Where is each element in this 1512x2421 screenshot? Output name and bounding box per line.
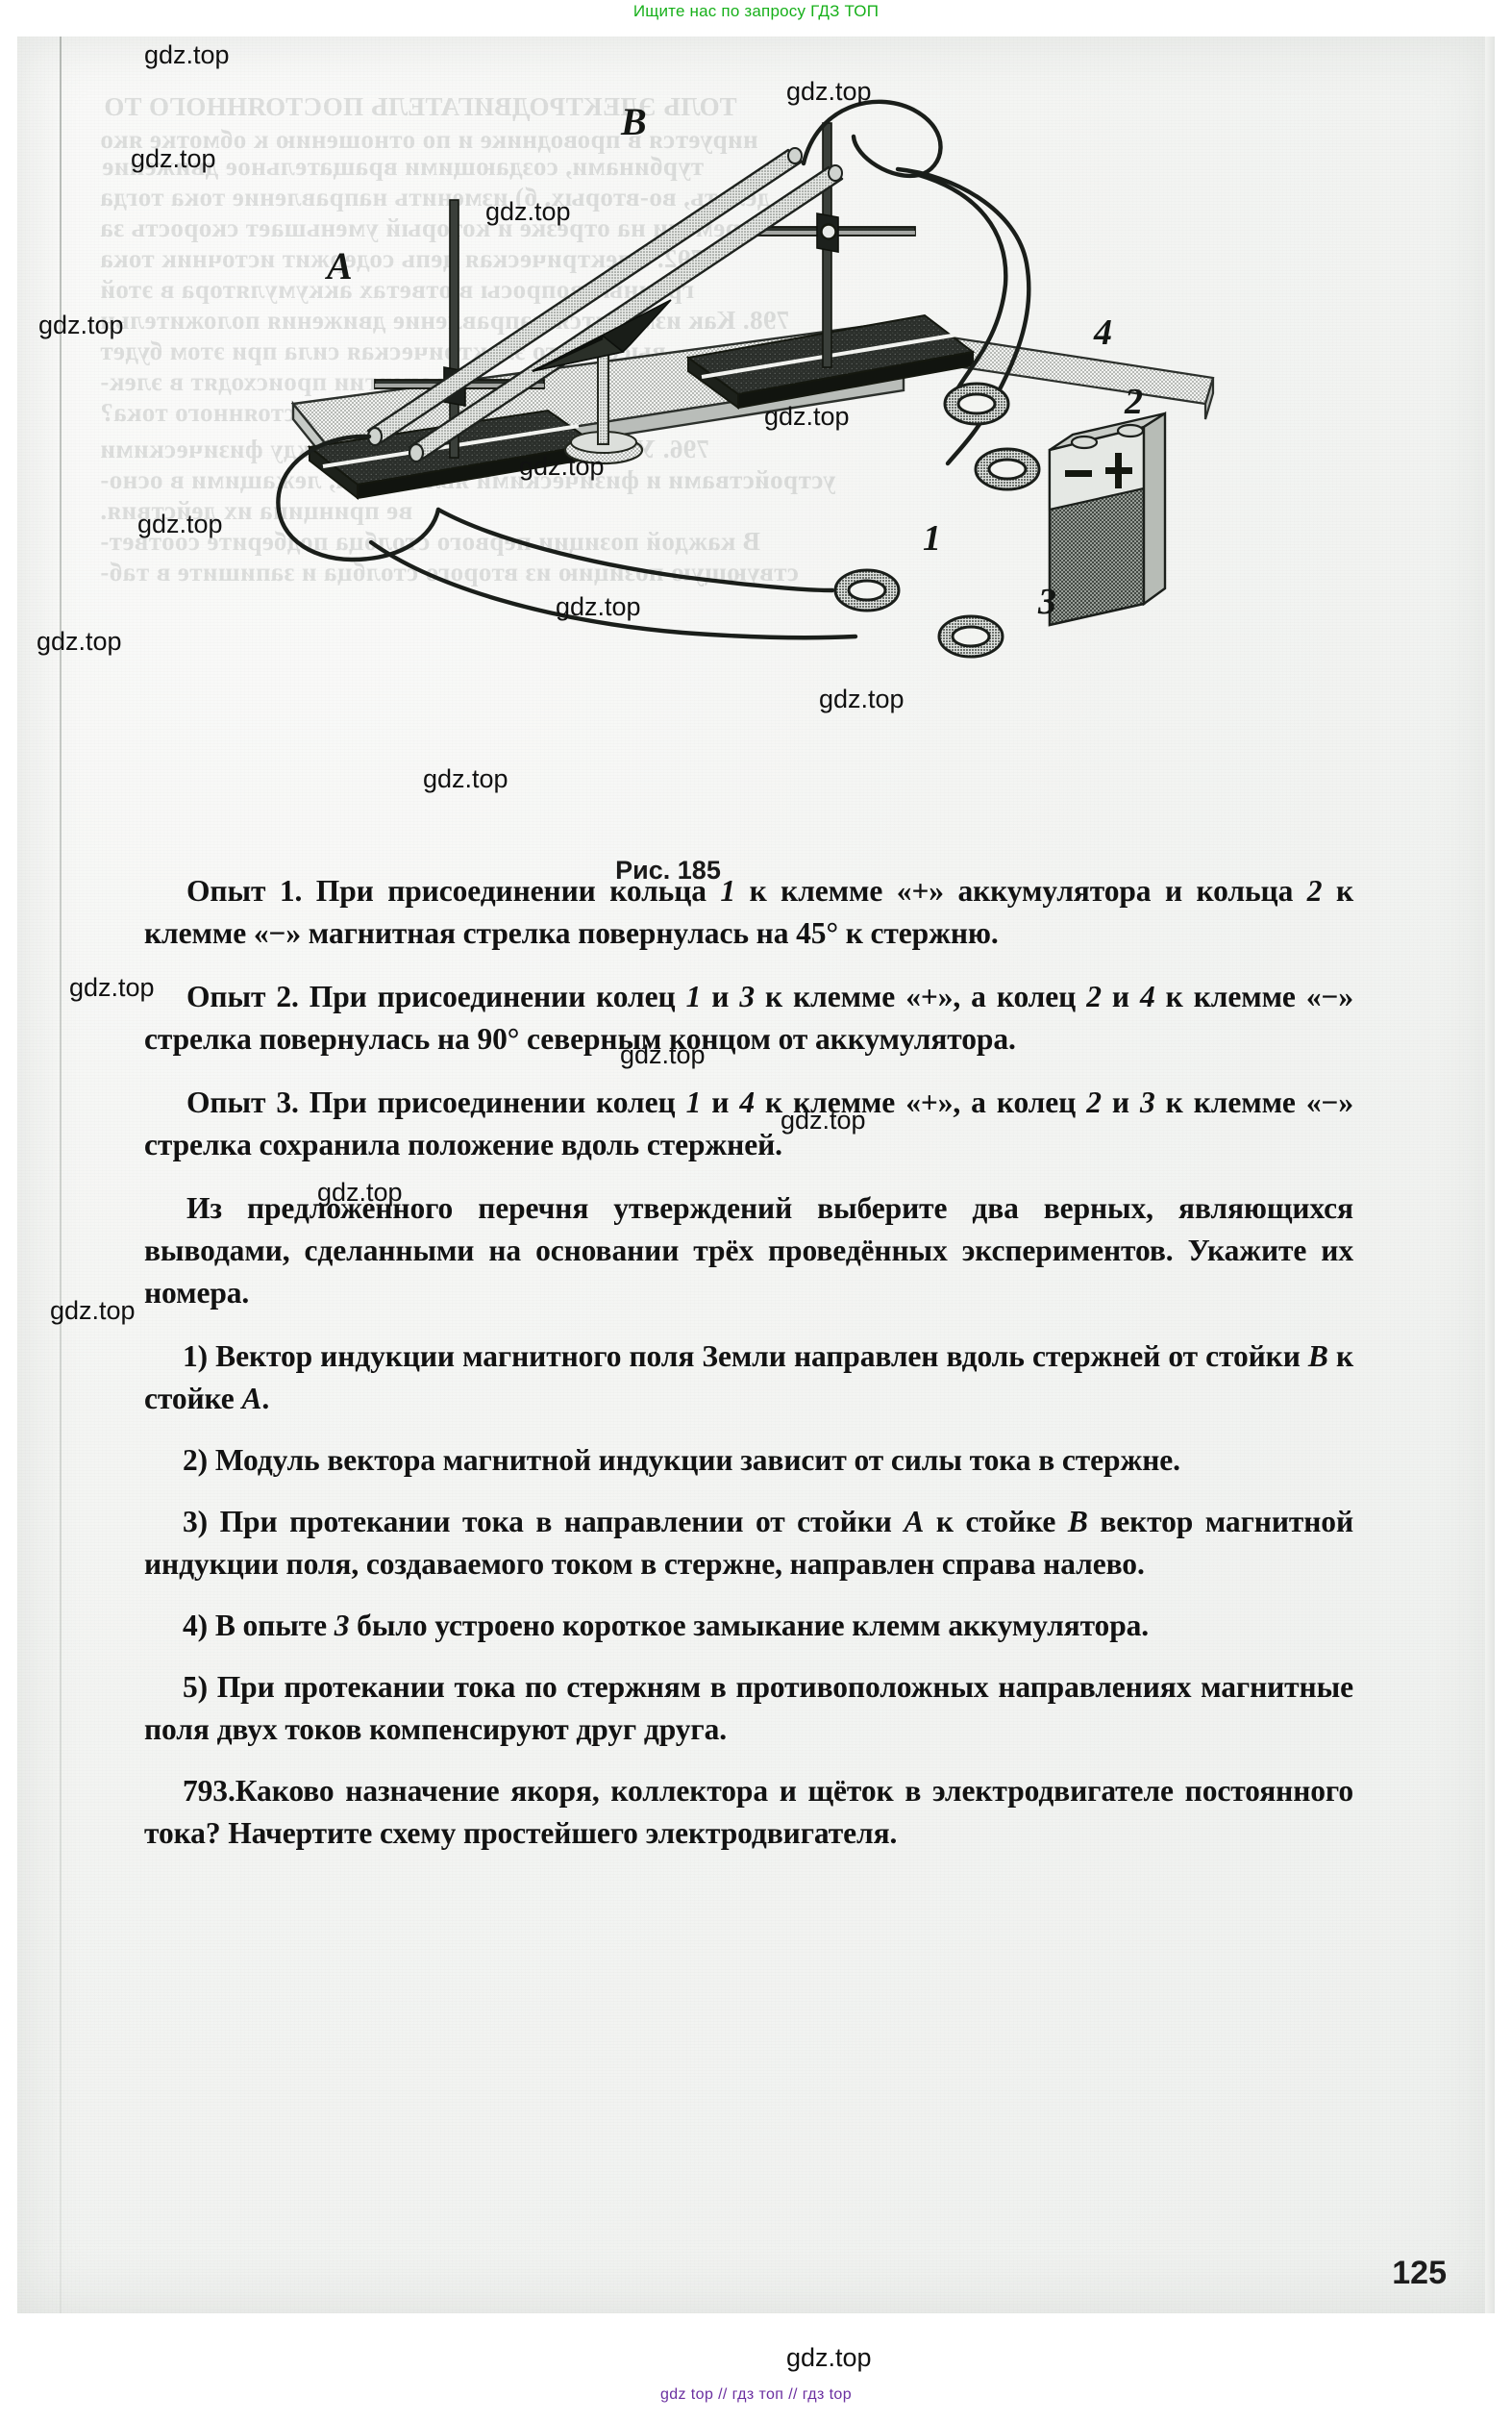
task-793-text: Каково назначение якоря, коллектора и щё… xyxy=(144,1774,1353,1850)
page-number: 125 xyxy=(1392,2255,1447,2291)
experiment-3-paragraph: Опыт 3. При присоединении колец 1 и 4 к … xyxy=(144,1086,1353,1161)
task-793: 793.Каково назначение якоря, коллектора … xyxy=(144,1770,1353,1855)
option-3: 3) При протекании тока в направлении от … xyxy=(144,1505,1354,1581)
figure-label-b: B xyxy=(620,100,647,143)
watermark-gdz-top: gdz.top xyxy=(786,2343,872,2372)
ring-3 xyxy=(937,614,1004,659)
stand-a xyxy=(307,199,599,501)
ring-4 xyxy=(943,382,1010,426)
figure-caption: Рис. 185 xyxy=(615,856,721,885)
option-5: 5) При протекании тока по стержням в про… xyxy=(144,1670,1353,1746)
magnetic-needle xyxy=(532,299,672,465)
experiment-2-paragraph: Опыт 2. При присоединении колец 1 и 3 к … xyxy=(144,980,1353,1056)
ring-1 xyxy=(833,568,901,612)
exercise-body: Опыт 1. При присоединении кольца 1 к кле… xyxy=(144,870,1353,1874)
footer-brand: gdz top // гдз топ // гдз top xyxy=(659,2386,853,2403)
figure-label-4: 4 xyxy=(1093,312,1112,353)
option-2: 2) Модуль вектора магнитной индукции зав… xyxy=(183,1443,1180,1477)
figure-label-2: 2 xyxy=(1124,382,1143,422)
figure-185: B A 4 2 1 3 Рис. 185 xyxy=(144,87,1355,885)
ring-2 xyxy=(974,447,1041,491)
figure-label-a: A xyxy=(324,244,353,287)
inclined-rods xyxy=(366,147,844,463)
figure-label-1: 1 xyxy=(923,518,941,559)
task-793-number: 793. xyxy=(183,1774,235,1808)
option-1: 1) Вектор индукции магнитного поля Земли… xyxy=(144,1339,1354,1415)
wires xyxy=(276,99,1031,640)
figure-label-3: 3 xyxy=(1037,582,1056,622)
battery xyxy=(1048,411,1167,627)
promo-banner: Ищите нас по запросу ГДЗ ТОП xyxy=(632,2,880,20)
page-spine-line xyxy=(60,37,62,2313)
page-right-edge xyxy=(1485,37,1495,2313)
instruction-paragraph: Из предложенного перечня утверждений выб… xyxy=(144,1191,1353,1310)
experiment-1-paragraph: Опыт 1. При присоединении кольца 1 к кле… xyxy=(144,874,1353,950)
page-sheet xyxy=(17,37,1495,2313)
option-4: 4) В опыте 3 было устроено короткое замы… xyxy=(183,1609,1150,1642)
stand-b xyxy=(685,122,976,410)
connection-rings xyxy=(833,382,1041,659)
